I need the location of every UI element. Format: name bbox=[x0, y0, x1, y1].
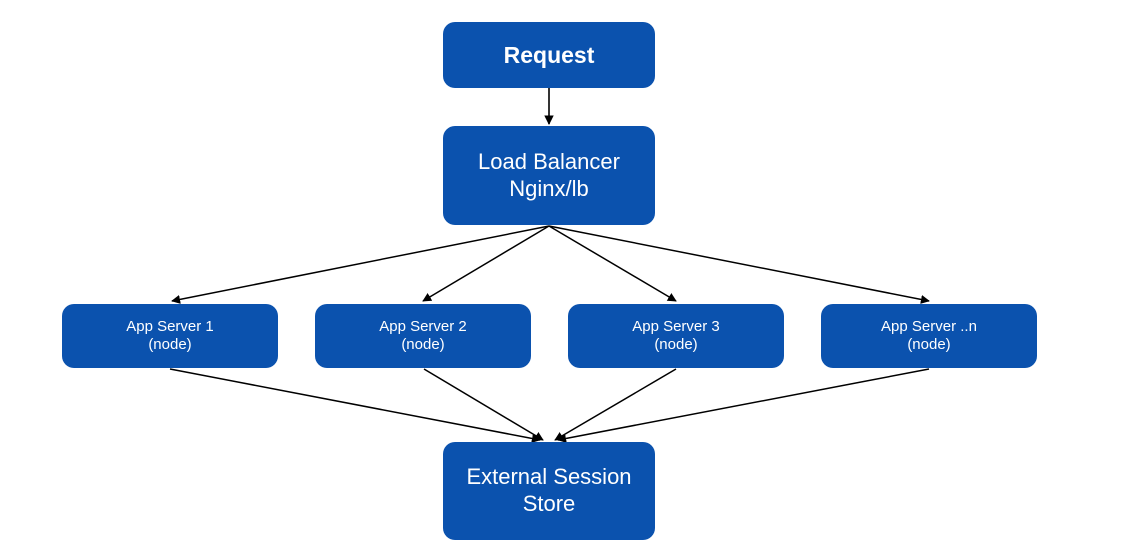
edge-app-server-n-to-session-store bbox=[557, 368, 930, 443]
load-balancer-node-label-line1: Load Balancer bbox=[478, 148, 620, 174]
app-server-3-node-label-line1: App Server 3 bbox=[632, 317, 720, 335]
external-session-store-node-label-line1: External Session bbox=[466, 464, 632, 490]
app-server-2-node-label-line1: App Server 2 bbox=[379, 317, 467, 335]
load-balancer-node-label-line2: Nginx/lb bbox=[509, 175, 589, 201]
app-server-3-node[interactable]: App Server 3 (node) bbox=[568, 304, 784, 368]
app-server-2-node[interactable]: App Server 2 (node) bbox=[315, 304, 531, 368]
load-balancer-node[interactable]: Load Balancer Nginx/lb bbox=[443, 126, 655, 225]
edge-load-balancer-to-app-server-3 bbox=[548, 225, 677, 302]
request-node-label-line1: Request bbox=[503, 41, 595, 68]
edge-load-balancer-to-app-server-2 bbox=[422, 225, 550, 302]
app-server-1-node[interactable]: App Server 1 (node) bbox=[62, 304, 278, 368]
edge-load-balancer-to-app-server-n bbox=[548, 225, 930, 304]
app-server-2-node-label-line2: (node) bbox=[401, 336, 445, 353]
edge-load-balancer-to-app-server-1 bbox=[171, 225, 550, 304]
app-server-n-node-label-line1: App Server ..n bbox=[881, 317, 977, 335]
app-server-1-node-label-line2: (node) bbox=[148, 336, 192, 353]
app-server-1-node-label-line1: App Server 1 bbox=[126, 317, 214, 335]
external-session-store-node[interactable]: External Session Store bbox=[443, 442, 655, 540]
app-server-n-node-label-line2: (node) bbox=[907, 336, 951, 353]
edge-app-server-2-to-session-store bbox=[423, 368, 544, 441]
edge-app-server-1-to-session-store bbox=[169, 368, 541, 443]
request-node[interactable]: Request bbox=[443, 22, 655, 88]
external-session-store-node-label-line2: Store bbox=[522, 491, 576, 516]
edge-app-server-3-to-session-store bbox=[554, 368, 677, 441]
app-server-3-node-label-line2: (node) bbox=[654, 336, 698, 353]
app-server-n-node[interactable]: App Server ..n (node) bbox=[821, 304, 1037, 368]
